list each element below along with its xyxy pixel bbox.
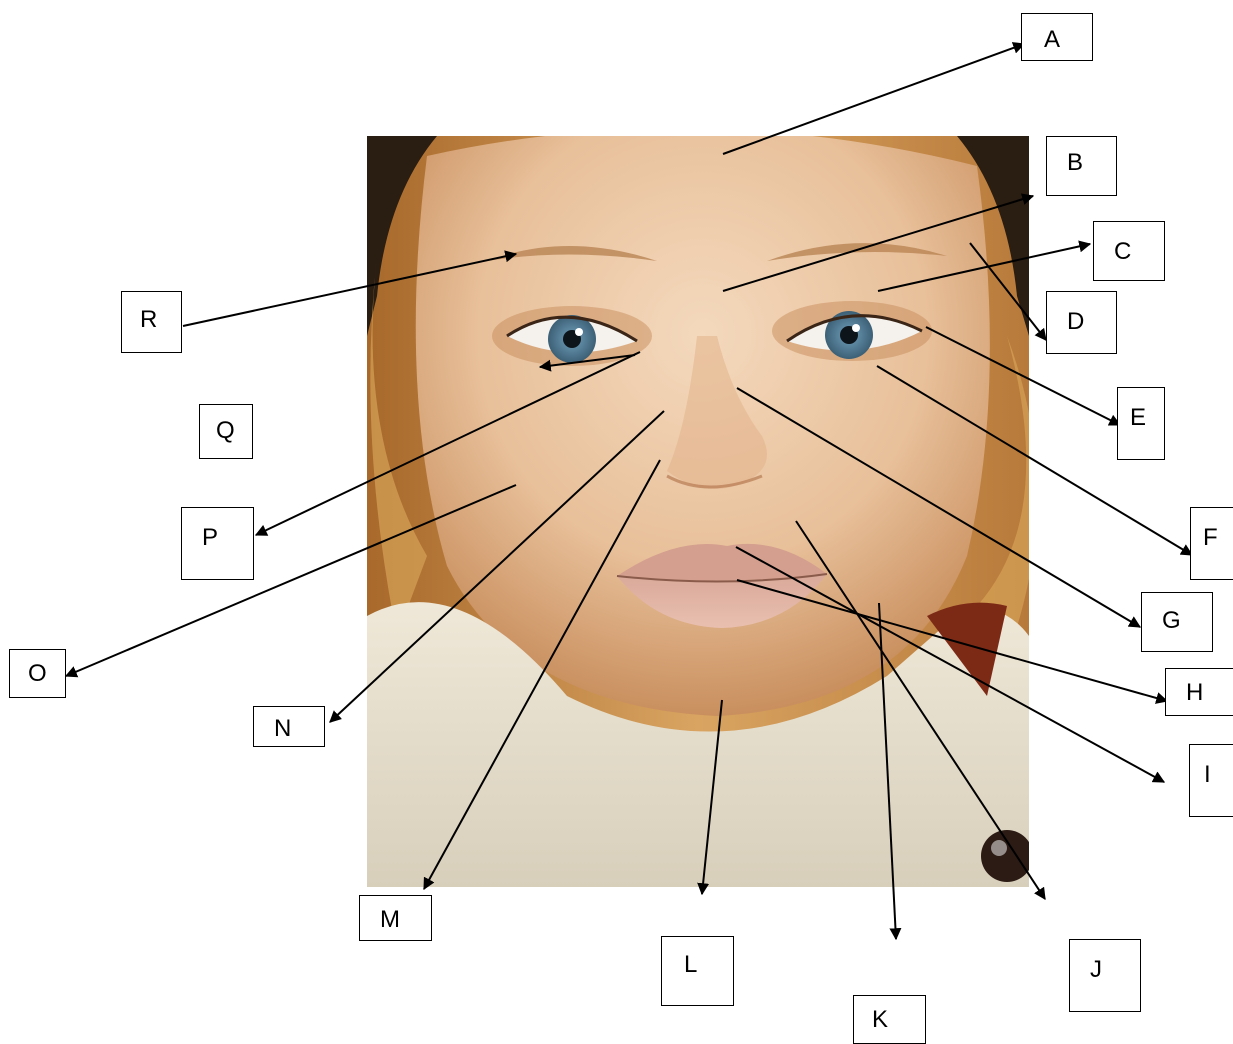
label-text-k: K: [872, 1006, 889, 1033]
label-box-n: N: [253, 706, 325, 747]
label-box-j: J: [1069, 939, 1141, 1012]
label-text-b: B: [1067, 149, 1084, 176]
label-text-n: N: [274, 715, 292, 742]
face-illustration: [367, 136, 1029, 887]
label-box-l: L: [661, 936, 734, 1006]
label-text-c: C: [1114, 238, 1132, 265]
label-box-b: B: [1046, 136, 1117, 196]
face-photo: [367, 136, 1029, 887]
label-text-j: J: [1090, 956, 1102, 983]
label-box-i: I: [1189, 744, 1233, 817]
label-text-i: I: [1204, 761, 1211, 788]
label-box-d: D: [1046, 291, 1117, 354]
label-text-f: F: [1203, 524, 1218, 551]
label-box-a: A: [1021, 13, 1093, 61]
label-box-c: C: [1093, 221, 1165, 281]
label-text-h: H: [1186, 679, 1204, 706]
label-box-e: E: [1117, 387, 1165, 460]
label-box-q: Q: [199, 404, 253, 459]
label-box-r: R: [121, 291, 182, 353]
label-text-l: L: [684, 951, 698, 978]
label-text-g: G: [1162, 607, 1181, 634]
label-text-e: E: [1130, 404, 1147, 431]
label-text-p: P: [202, 524, 219, 551]
label-box-k: K: [853, 995, 926, 1044]
label-text-a: A: [1044, 26, 1061, 53]
label-text-q: Q: [216, 417, 235, 444]
label-box-g: G: [1141, 592, 1213, 652]
label-text-r: R: [140, 306, 158, 333]
label-text-o: O: [28, 660, 47, 687]
label-box-m: M: [359, 895, 432, 941]
label-box-o: O: [9, 649, 66, 698]
label-box-h: H: [1165, 668, 1233, 716]
label-box-f: F: [1190, 507, 1233, 580]
label-text-d: D: [1067, 308, 1085, 335]
label-text-m: M: [380, 906, 400, 933]
label-box-p: P: [181, 507, 254, 580]
